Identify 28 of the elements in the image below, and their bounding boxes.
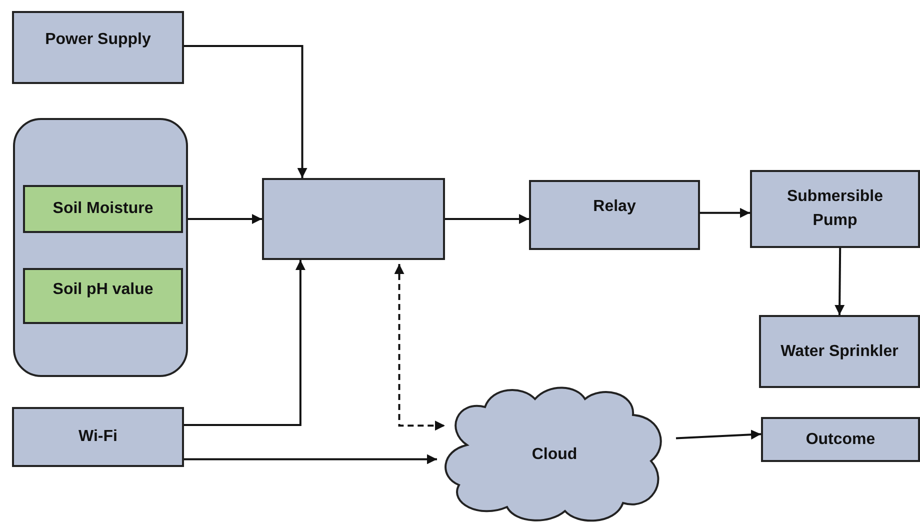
sensor-group-panel: [13, 118, 188, 377]
process-box: [761, 417, 920, 462]
process-box: [262, 178, 445, 260]
node-label: Wi-Fi: [78, 427, 118, 447]
node-label: Power Supply: [45, 30, 151, 50]
arrow: [834, 248, 845, 316]
process-box: [750, 170, 920, 248]
arrow: [184, 454, 437, 464]
arrow: [184, 260, 306, 426]
node-label: Cloud: [532, 445, 578, 465]
node-label: Outcome: [806, 430, 876, 450]
node-label: Submersible Pump: [786, 187, 884, 231]
node-label: Soil Moisture: [52, 199, 154, 219]
process-box: [759, 315, 920, 388]
process-box: [12, 11, 184, 84]
sensor-box: [23, 185, 183, 233]
arrow: [188, 214, 262, 224]
process-box: [12, 407, 184, 467]
arrow: [184, 45, 308, 178]
arrow: [394, 264, 445, 431]
arrow: [676, 430, 762, 440]
node-label: Soil pH value: [52, 280, 154, 300]
node-label: Relay: [593, 197, 636, 217]
arrow: [700, 208, 750, 218]
process-box: [529, 180, 700, 250]
arrow: [445, 214, 529, 224]
sensor-box: [23, 268, 183, 324]
node-label: Water Sprinkler: [780, 342, 898, 362]
